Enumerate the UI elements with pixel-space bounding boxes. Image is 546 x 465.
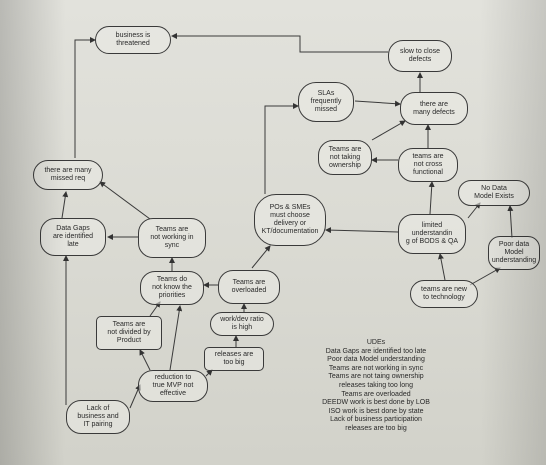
node-slas-missed: SLAs frequently missed — [298, 82, 354, 122]
ude-legend-title: UDEs — [366, 339, 386, 346]
ude-legend-item: releases taking too long — [339, 381, 413, 389]
node-not-cross-functional: teams are not cross functional — [398, 148, 458, 182]
node-not-working-sync-label: Teams are not working in sync — [150, 226, 194, 249]
node-work-dev-ratio-label: work/dev ratio is high — [220, 316, 264, 331]
ude-legend-item: Data Gaps are identified too late — [325, 347, 427, 355]
node-data-gaps: Data Gaps are identified late — [40, 218, 106, 256]
edge-poor-to-datamodel — [507, 205, 514, 239]
node-many-defects: there are many defects — [400, 92, 468, 125]
node-overloaded-label: Teams are overloaded — [231, 279, 267, 294]
edge-limited-to-pos — [325, 227, 399, 234]
node-business-threatened: business is threatened — [95, 26, 171, 54]
node-many-missed-req: there are many missed req — [33, 160, 103, 190]
ude-legend-item: ISO work is best done by state — [328, 407, 424, 415]
node-new-tech-label: teams are new to technology — [421, 286, 467, 301]
ude-legend-item: Poor data Model understanding — [327, 356, 425, 364]
edge-limited-to-crossfunc — [428, 181, 435, 215]
edge-missed-req-to-business — [74, 37, 96, 158]
node-data-gaps-label: Data Gaps are identified late — [52, 225, 94, 248]
node-work-dev-ratio: work/dev ratio is high — [210, 312, 274, 336]
node-no-data-model: No Data Model Exists — [458, 180, 530, 206]
edge-newtech-to-poor — [469, 267, 501, 286]
ude-legend: UDEs Data Gaps are identified too late P… — [296, 339, 456, 434]
edge-reduction-to-releases — [205, 369, 213, 377]
node-slas-missed-label: SLAs frequently missed — [310, 90, 342, 113]
node-many-missed-req-label: there are many missed req — [44, 167, 92, 182]
node-slow-close-label: slow to close defects — [399, 48, 441, 63]
node-releases-big: releases are too big — [204, 347, 264, 371]
node-not-working-sync: Teams are not working in sync — [138, 218, 206, 258]
ude-legend-item: Teams are not taing ownership — [328, 373, 424, 381]
node-not-cross-functional-label: teams are not cross functional — [412, 153, 444, 176]
node-not-taking-ownership: Teams are not taking ownership — [318, 140, 372, 175]
ude-legend-item: DEEDW work is best done by LOB — [322, 399, 430, 407]
node-not-know-priorities: Teams do not know the priorities — [140, 271, 204, 305]
edge-reduction-to-notdivided — [139, 349, 151, 371]
edge-newtech-to-limited — [437, 253, 446, 281]
edge-slow-close-to-business — [171, 33, 388, 53]
ude-legend-item: Lack of business participation — [330, 416, 422, 424]
node-limited-understanding-label: limited understandin g of BODS & QA — [405, 222, 459, 245]
node-reduction-mvp: reduction to true MVP not effective — [138, 370, 208, 402]
node-lack-business-it: Lack of business and IT pairing — [66, 400, 130, 434]
ude-legend-item: releases are too big — [345, 424, 407, 432]
node-many-defects-label: there are many defects — [413, 100, 455, 116]
node-lack-business-it-label: Lack of business and IT pairing — [77, 405, 119, 428]
node-overloaded: Teams are overloaded — [218, 270, 280, 304]
node-not-divided-label: Teams are not divided by Product — [107, 321, 151, 344]
ude-legend-item: Teams are not working in sync — [328, 364, 424, 372]
node-releases-big-label: releases are too big — [214, 351, 254, 366]
ude-legend-item: Teams are overloaded — [341, 390, 411, 398]
node-reduction-mvp-label: reduction to true MVP not effective — [152, 374, 194, 397]
node-business-threatened-label: business is threatened — [115, 32, 151, 47]
node-not-divided: Teams are not divided by Product — [96, 316, 162, 350]
node-pos-smes: POs & SMEs must choose delivery or KT/do… — [254, 194, 326, 246]
edge-datagaps-to-missedreq — [61, 191, 69, 219]
edge-ownership-to-defects — [371, 120, 406, 141]
node-new-tech: teams are new to technology — [410, 280, 478, 308]
node-not-know-priorities-label: Teams do not know the priorities — [152, 276, 192, 299]
node-poor-data-model: Poor data Model understanding — [488, 236, 540, 270]
edge-sync-to-missedreq — [99, 181, 151, 220]
edge-overloaded-to-pos — [251, 245, 271, 269]
node-no-data-model-label: No Data Model Exists — [474, 185, 514, 200]
edge-slas-to-defects — [354, 100, 401, 107]
edge-pos-to-slas — [264, 103, 299, 194]
node-pos-smes-label: POs & SMEs must choose delivery or KT/do… — [261, 204, 319, 235]
edge-reduction-to-priorities — [169, 305, 183, 371]
node-poor-data-model-label: Poor data Model understanding — [491, 241, 537, 264]
node-limited-understanding: limited understandin g of BODS & QA — [398, 214, 466, 254]
node-not-taking-ownership-label: Teams are not taking ownership — [328, 145, 362, 169]
node-slow-close: slow to close defects — [388, 40, 452, 72]
